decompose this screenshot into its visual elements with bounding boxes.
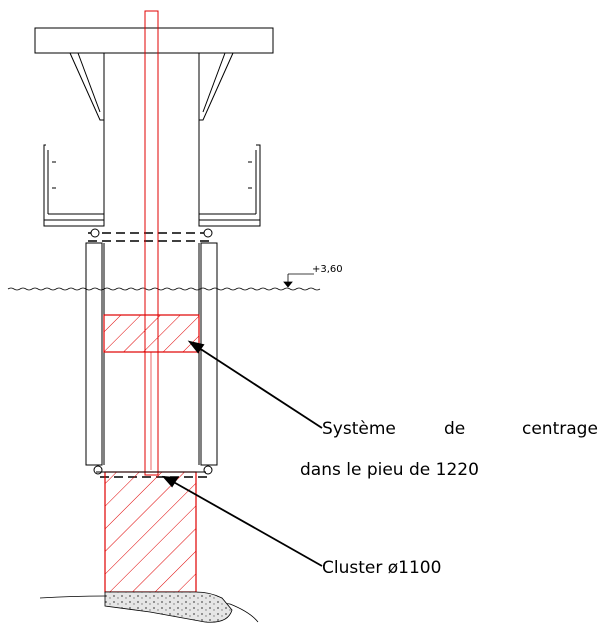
centering-block [103, 314, 200, 353]
cluster-block [104, 471, 197, 593]
deck-beam [34, 27, 274, 54]
label-centering-word-2: de [444, 419, 465, 439]
label-centering-line-2: dans le pieu de 1220 [300, 460, 479, 480]
right-guide-frame [198, 144, 261, 227]
pile-casing [85, 242, 218, 466]
central-rod [144, 10, 159, 476]
pointer-centering [187, 340, 323, 429]
pointer-cluster [161, 475, 323, 567]
water-line [7, 287, 321, 291]
upper-column [103, 53, 200, 222]
label-centering-word-3: centrage [522, 419, 598, 439]
left-guide-frame [43, 144, 105, 227]
label-centering-word-1: Système [322, 419, 396, 439]
deck-brackets [69, 52, 234, 121]
level-marker [283, 273, 314, 288]
level-marker-label: +3,60 [312, 264, 343, 275]
label-cluster: Cluster ø1100 [322, 558, 441, 578]
dashed-lines-top [88, 232, 210, 242]
pile-casing-inner-lines [103, 243, 200, 465]
seabed-gravel [104, 591, 233, 623]
